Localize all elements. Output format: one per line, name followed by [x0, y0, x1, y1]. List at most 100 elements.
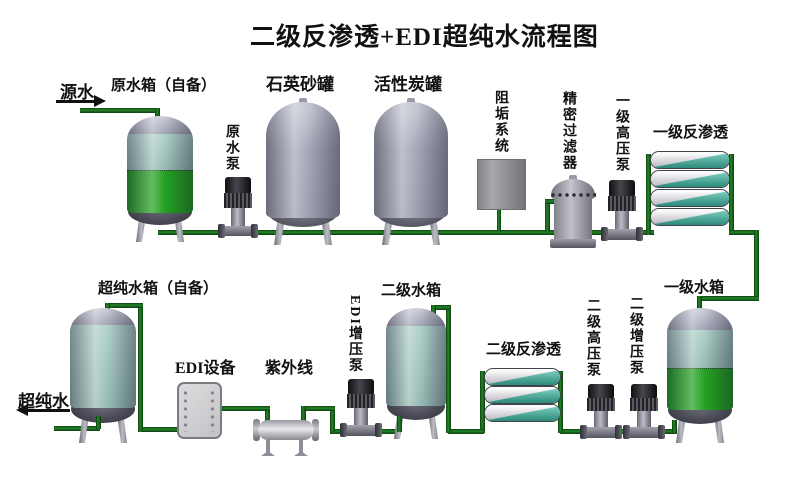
pipe-uptank-top-run — [105, 303, 143, 308]
label-edi-booster-pump: EDI增压泵 — [347, 295, 362, 374]
edi-dots-left — [183, 390, 188, 432]
pump-column — [231, 208, 245, 228]
label-ultrapure-water-tank: 超纯水箱（自备） — [98, 281, 219, 297]
source-flow-arrow-icon — [56, 95, 108, 108]
stage1-water-tank — [667, 308, 733, 444]
pump-base — [340, 423, 382, 437]
tank-vent — [299, 98, 307, 103]
label-raw-water-pump: 原水泵 — [224, 124, 239, 172]
tank-leg — [136, 215, 146, 242]
filter-knob — [569, 175, 577, 181]
pump-motor — [631, 384, 657, 398]
precision-filter — [550, 175, 596, 248]
pipe-bottom-run-mid — [448, 429, 484, 434]
filter-base — [550, 239, 596, 248]
uv-chamber — [258, 420, 314, 440]
pump-stack — [630, 398, 658, 411]
label-stage1-ro: 一级反渗透 — [653, 125, 729, 141]
pipe-antiscalant-drop — [497, 206, 501, 232]
pipe-ro1-outlet-run — [729, 230, 759, 235]
pump-base — [601, 227, 643, 241]
pump-stack — [587, 398, 615, 411]
tank-leg — [676, 416, 686, 443]
pump-column — [354, 408, 368, 427]
pump-motor — [588, 384, 614, 398]
pipe-tank2-riser — [446, 305, 451, 433]
tank-shell — [386, 308, 446, 406]
antiscalant-system-box — [477, 159, 526, 210]
label-stage1-hp-pump: 一级高压泵 — [614, 93, 629, 173]
raw-water-pump — [218, 176, 258, 238]
uv-sterilizer — [253, 418, 319, 458]
pipe-uv-outlet — [265, 406, 270, 425]
stage2-high-pressure-pump — [580, 383, 622, 439]
pump-column — [615, 211, 629, 231]
tank-leg — [714, 416, 724, 443]
ultrapure-water-tank — [70, 308, 136, 444]
pipe-tank2-top-run — [431, 305, 450, 310]
tank-green-band — [667, 367, 733, 410]
pipe-ro1-downcomer — [754, 230, 759, 301]
tank-gray-body — [266, 102, 340, 218]
ro2-membrane-vessel — [485, 387, 560, 403]
tank-dome-band — [127, 116, 193, 135]
tank-leg — [117, 415, 127, 443]
pipe-main-top-run — [158, 230, 654, 235]
edi-booster-pump — [340, 378, 382, 438]
label-precision-filter: 精密过滤器 — [561, 91, 576, 171]
pipe-uv-left-run — [220, 406, 270, 411]
tank-teal-band — [667, 330, 733, 368]
ro1-membrane-vessel — [651, 152, 729, 168]
label-activated-carbon-filter: 活性炭罐 — [374, 75, 442, 94]
pipe-tank2-outlet — [397, 416, 402, 432]
uv-leg — [266, 440, 270, 455]
pipe-uv-right-downcomer — [330, 406, 335, 432]
activated-carbon-tank — [374, 98, 448, 245]
uv-end-cap — [312, 419, 319, 441]
label-stage2-hp-pump: 二级高压泵 — [585, 298, 600, 378]
pipe-uptank-outlet — [96, 416, 101, 429]
pump-base — [218, 224, 258, 238]
uv-foot — [261, 451, 275, 456]
pipe-ro2-left-riser — [480, 371, 485, 433]
pipe-tank1-outlet — [672, 420, 677, 433]
pipe-ro1-left-riser — [646, 154, 651, 235]
pipe-uv-inlet — [301, 406, 306, 425]
label-stage1-water-tank: 一级水箱 — [664, 280, 725, 296]
label-stage2-ro: 二级反渗透 — [486, 342, 562, 358]
uv-leg — [299, 440, 303, 455]
tank-shell — [667, 308, 733, 410]
tank-dome-band — [386, 308, 446, 326]
edi-dots-right — [210, 390, 215, 432]
stage2-water-tank — [386, 308, 446, 440]
filter-body — [554, 197, 592, 241]
pipe-uv-right-run — [301, 406, 335, 411]
arrow-head — [94, 95, 106, 107]
tank-leg — [321, 218, 332, 245]
tank-leg — [429, 218, 440, 245]
pipe-edi-outlet — [140, 427, 180, 432]
pipe-ro2-right-riser — [558, 371, 563, 433]
label-antiscalant-system: 阻垢系统 — [493, 90, 508, 154]
pipe-tank1-inlet — [697, 296, 702, 316]
pipe-tank1-top-run — [697, 296, 759, 301]
label-edi-unit: EDI设备 — [175, 360, 236, 377]
label-uv-sterilizer: 紫外线 — [265, 360, 314, 377]
pump-motor — [609, 180, 635, 196]
arrow-stem — [26, 409, 70, 412]
arrow-stem — [56, 100, 96, 103]
label-stage2-water-tank: 二级水箱 — [381, 283, 442, 299]
pipe-uptank-riser — [138, 305, 143, 432]
pump-stack — [224, 193, 252, 208]
pipe-source-elbow — [155, 108, 160, 121]
tank-leg — [428, 412, 438, 439]
label-ultrapure-water-out: 超纯水 — [18, 392, 69, 411]
pump-stack — [347, 394, 375, 408]
filter-lid-bolts — [550, 192, 596, 199]
label-stage2-booster-pump: 二级增压泵 — [628, 296, 643, 376]
ro1-membrane-vessel — [651, 209, 729, 225]
tank-teal-band — [386, 325, 446, 406]
stage1-high-pressure-pump — [601, 179, 643, 241]
tank-leg — [382, 218, 393, 245]
